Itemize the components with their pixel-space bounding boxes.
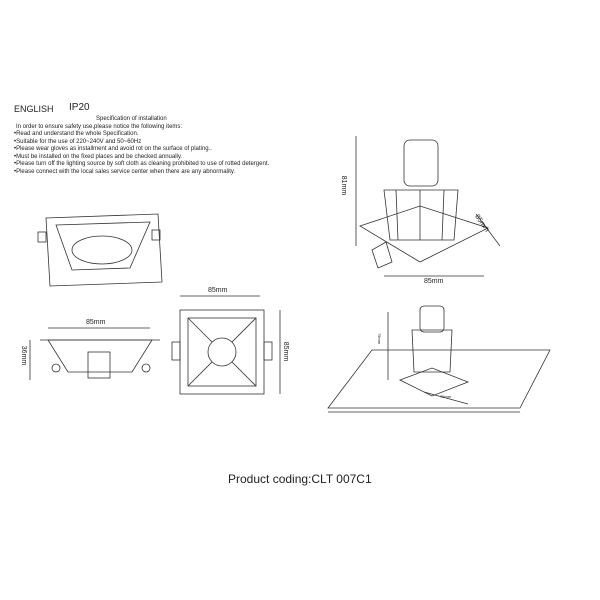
install-cutout-label: 75mm — [440, 394, 452, 399]
top-view — [171, 295, 281, 395]
spec-item: •Must be installed on the fixed places a… — [14, 153, 183, 160]
spec-item: •Suitable for the use of 220~240V and 50… — [14, 138, 142, 145]
top-width-label: 85mm — [208, 287, 228, 294]
side-width-label: 85mm — [86, 319, 106, 326]
spec-item: •Please connect with the local sales ser… — [14, 168, 236, 175]
iso-view — [355, 136, 501, 277]
top-height-label: 85mm — [282, 341, 290, 362]
language-label: ENGLISH — [14, 104, 54, 114]
spec-items: •Read and understand the whole Specifica… — [14, 131, 269, 177]
perspective-view — [37, 213, 163, 287]
spec-item: •Please turn off the lighting source by … — [14, 161, 270, 168]
ip-rating: IP20 — [69, 102, 90, 113]
iso-width-label: 85mm — [424, 278, 444, 285]
spec-intro: In order to ensure safety use,please not… — [16, 124, 183, 130]
install-view — [327, 305, 551, 413]
product-coding: Product coding:CLT 007C1 — [228, 472, 372, 486]
spec-item: •Read and understand the whole Specifica… — [14, 131, 139, 137]
side-height-label: 36mm — [20, 345, 28, 366]
spec-title: Specification of installation — [96, 116, 167, 122]
install-height-label: 75mm — [377, 332, 383, 345]
spec-item: •Please wear gloves as installment and a… — [14, 146, 212, 153]
side-view — [29, 327, 160, 380]
iso-height-label: 81mm — [340, 175, 348, 196]
